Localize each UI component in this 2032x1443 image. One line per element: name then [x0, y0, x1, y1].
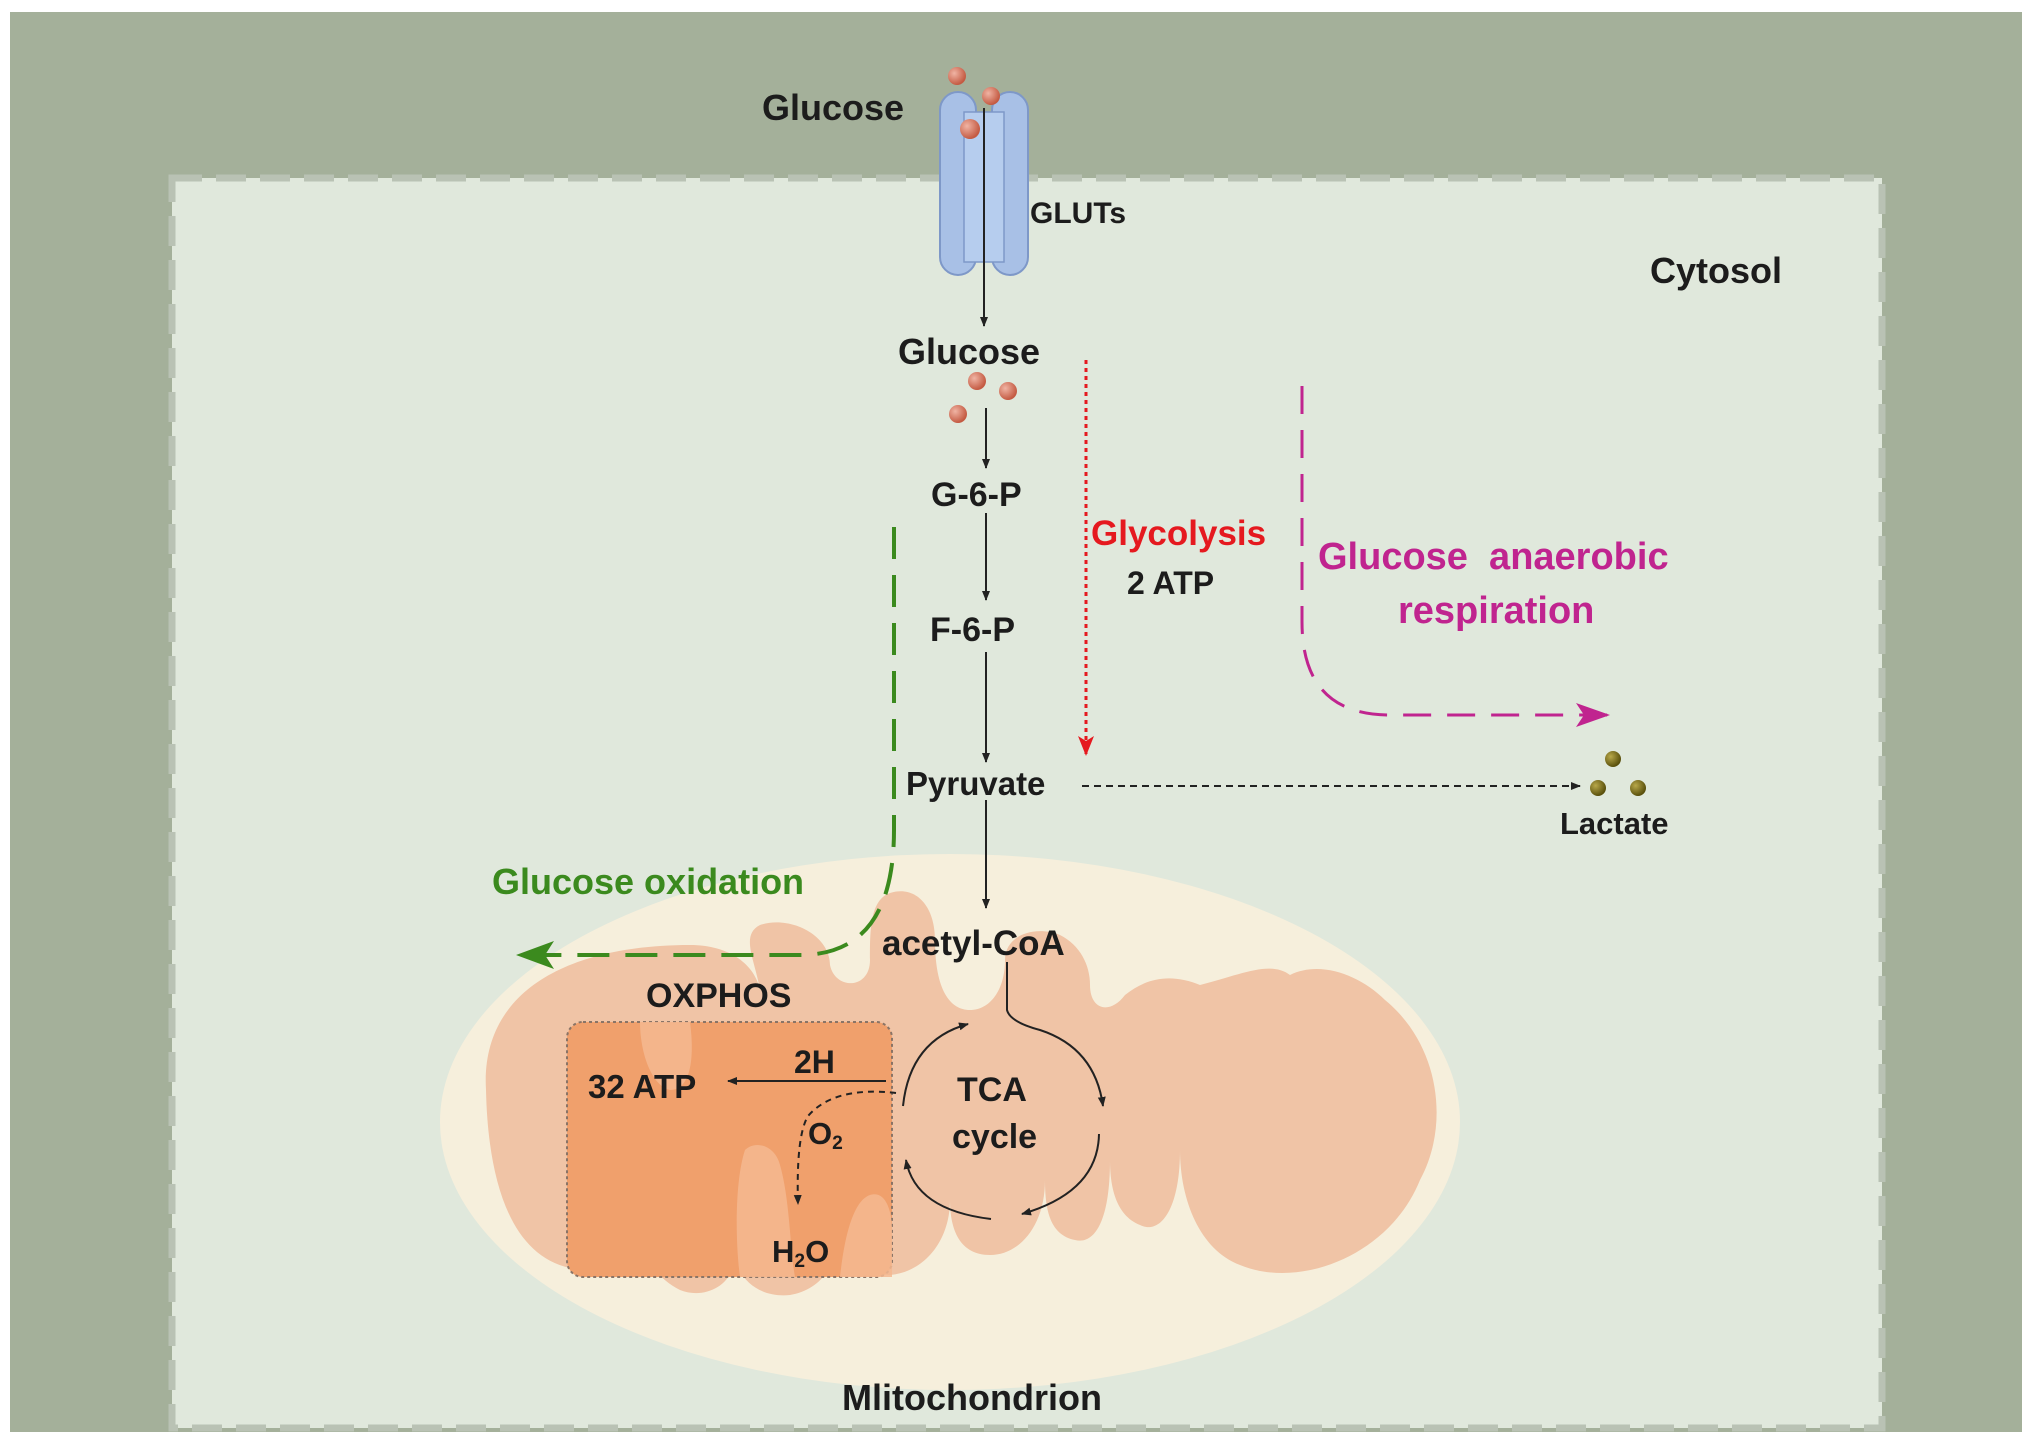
g6p-label: G-6-P	[931, 476, 1022, 514]
mitochondrion-label: Mlitochondrion	[842, 1377, 1102, 1418]
tca-cycle-arrow-bottom	[903, 1159, 992, 1220]
lactate-label: Lactate	[1560, 806, 1669, 841]
two-h-label: 2H	[794, 1044, 835, 1080]
lactate-molecule	[1605, 751, 1621, 767]
glucose-molecule	[949, 405, 967, 423]
oxphos-label: OXPHOS	[646, 977, 792, 1015]
oxphos-complex	[566, 1021, 893, 1278]
glucose-molecule	[948, 67, 966, 85]
extracellular-glucose-label: Glucose	[762, 87, 905, 128]
oxphos-inner-fold	[640, 1022, 692, 1090]
atp-32-label: 32 ATP	[588, 1068, 697, 1105]
intracellular-glucose-label: Glucose	[898, 331, 1041, 372]
tca-cycle-arrow-left	[902, 1022, 969, 1107]
glucose-oxidation-arrow	[516, 527, 896, 969]
arrow-acetyl-coa-into-tca	[1006, 962, 1106, 1107]
h2o-label: H2O	[772, 1234, 830, 1272]
o2-label: O2	[808, 1116, 843, 1154]
glycolysis-label: Glycolysis	[1091, 514, 1267, 553]
glucose-molecule	[999, 382, 1017, 400]
lactate-molecule	[1590, 780, 1606, 796]
tca-cycle-label-line2: cycle	[952, 1118, 1038, 1156]
glycolysis-atp-label: 2 ATP	[1127, 565, 1215, 601]
gluts-label: GLUTs	[1030, 197, 1127, 230]
oxphos-inner-fold	[840, 1194, 892, 1277]
anaerobic-respiration-label-line1: Glucose anaerobic	[1318, 536, 1669, 578]
anaerobic-respiration-arrow	[1300, 386, 1610, 727]
f6p-label: F-6-P	[930, 611, 1015, 649]
glucose-molecule	[968, 372, 986, 390]
tca-cycle-arrow-right	[1021, 1133, 1100, 1216]
lactate-molecule	[1630, 780, 1646, 796]
acetyl-coa-label: acetyl-CoA	[882, 924, 1065, 963]
glucose-oxidation-label: Glucose oxidation	[492, 861, 805, 902]
cytosol-label: Cytosol	[1650, 250, 1783, 291]
arrow-o2-to-h2o	[793, 1090, 897, 1205]
glucose-molecule	[960, 119, 980, 139]
tca-cycle-label-line1: TCA	[957, 1071, 1027, 1109]
anaerobic-respiration-label-line2: respiration	[1398, 590, 1595, 632]
pyruvate-label: Pyruvate	[906, 765, 1046, 802]
glucose-molecule	[982, 87, 1000, 105]
oxphos-inner-fold	[736, 1145, 795, 1277]
